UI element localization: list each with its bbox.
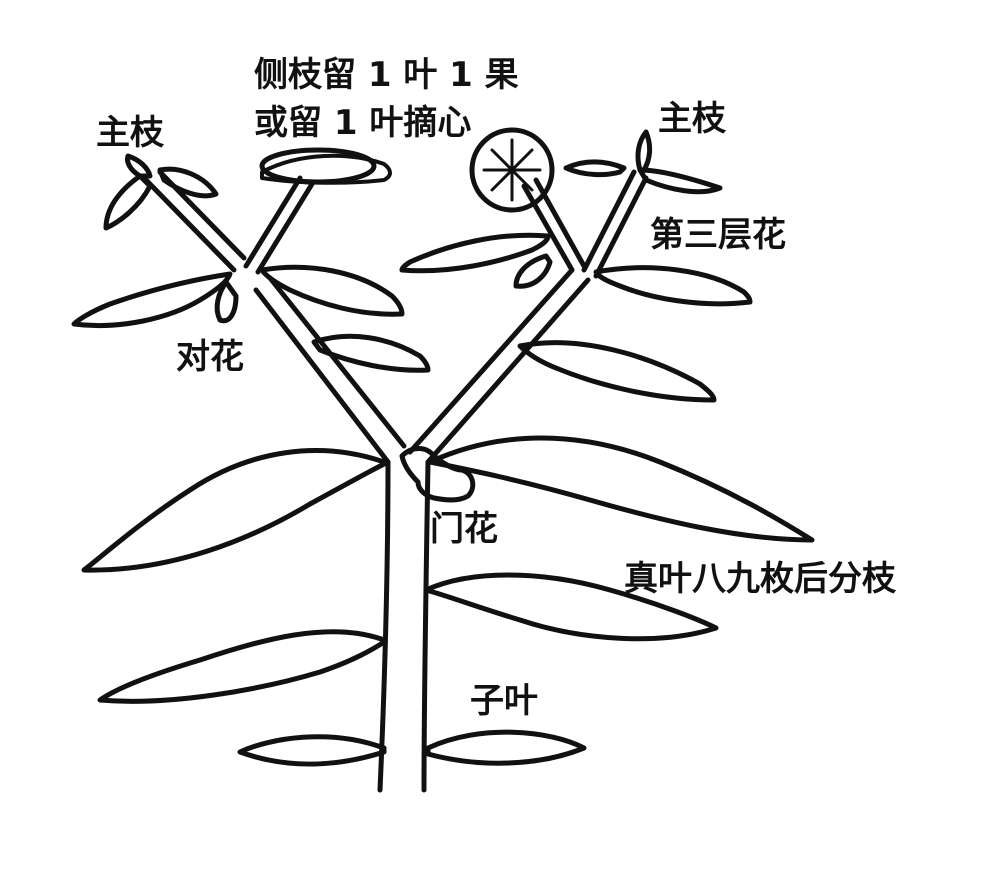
label-paired-flower: 对花 [176, 337, 244, 377]
left-main-branch [253, 275, 407, 465]
main-stem [377, 459, 431, 793]
paired-flower-bud [214, 279, 239, 324]
label-main-branch-left: 主枝 [96, 113, 164, 153]
side-branch-flower [259, 147, 392, 185]
right-fork-branches [521, 169, 649, 279]
label-gate-flower: 门花 [430, 509, 498, 549]
label-third-layer-flower: 第三层花 [650, 215, 786, 255]
lower-leaves [81, 435, 815, 704]
label-side-branch-line1: 侧枝留 1 叶 1 果 [254, 55, 519, 95]
left-branch-leaves [71, 264, 431, 373]
cotyledon-leaves [237, 729, 587, 767]
third-layer-flower-bud [469, 127, 555, 213]
right-fork-bud [513, 253, 553, 289]
label-cotyledon: 子叶 [470, 681, 538, 721]
gate-flower [399, 446, 476, 503]
right-branch-leaves [399, 232, 753, 403]
label-side-branch-line2: 或留 1 叶摘心 [254, 103, 472, 143]
label-main-branch-right: 主枝 [658, 99, 726, 139]
apex-leaves [103, 129, 723, 231]
right-main-branch [407, 267, 591, 465]
label-branching-note: 真叶八九枚后分枝 [624, 559, 896, 599]
